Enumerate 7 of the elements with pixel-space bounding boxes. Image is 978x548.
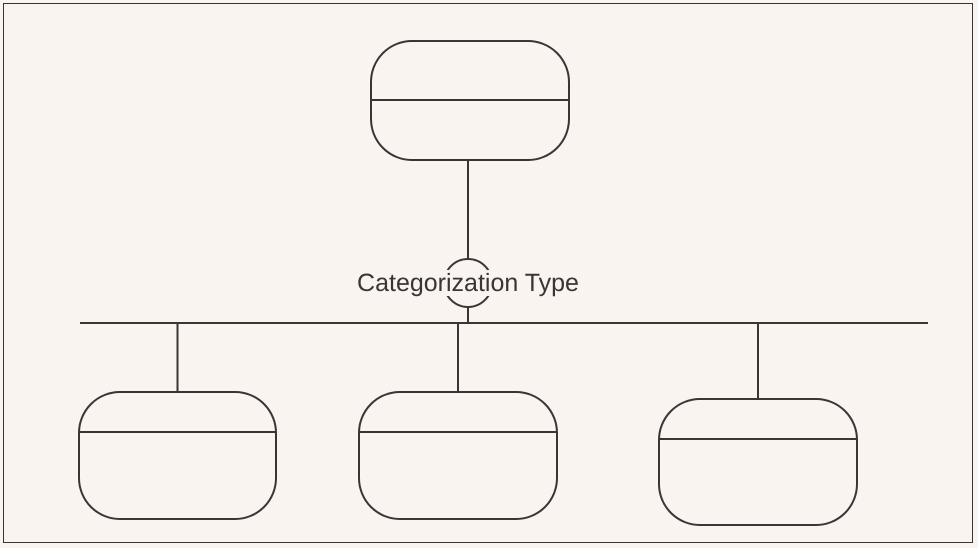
connector-line xyxy=(467,161,469,258)
entity-box xyxy=(370,40,570,161)
category-label: Categorization Type xyxy=(356,270,580,296)
entity-box xyxy=(78,391,277,520)
entity-box xyxy=(658,398,858,526)
entity-box xyxy=(358,391,558,520)
connector-line xyxy=(467,308,759,398)
